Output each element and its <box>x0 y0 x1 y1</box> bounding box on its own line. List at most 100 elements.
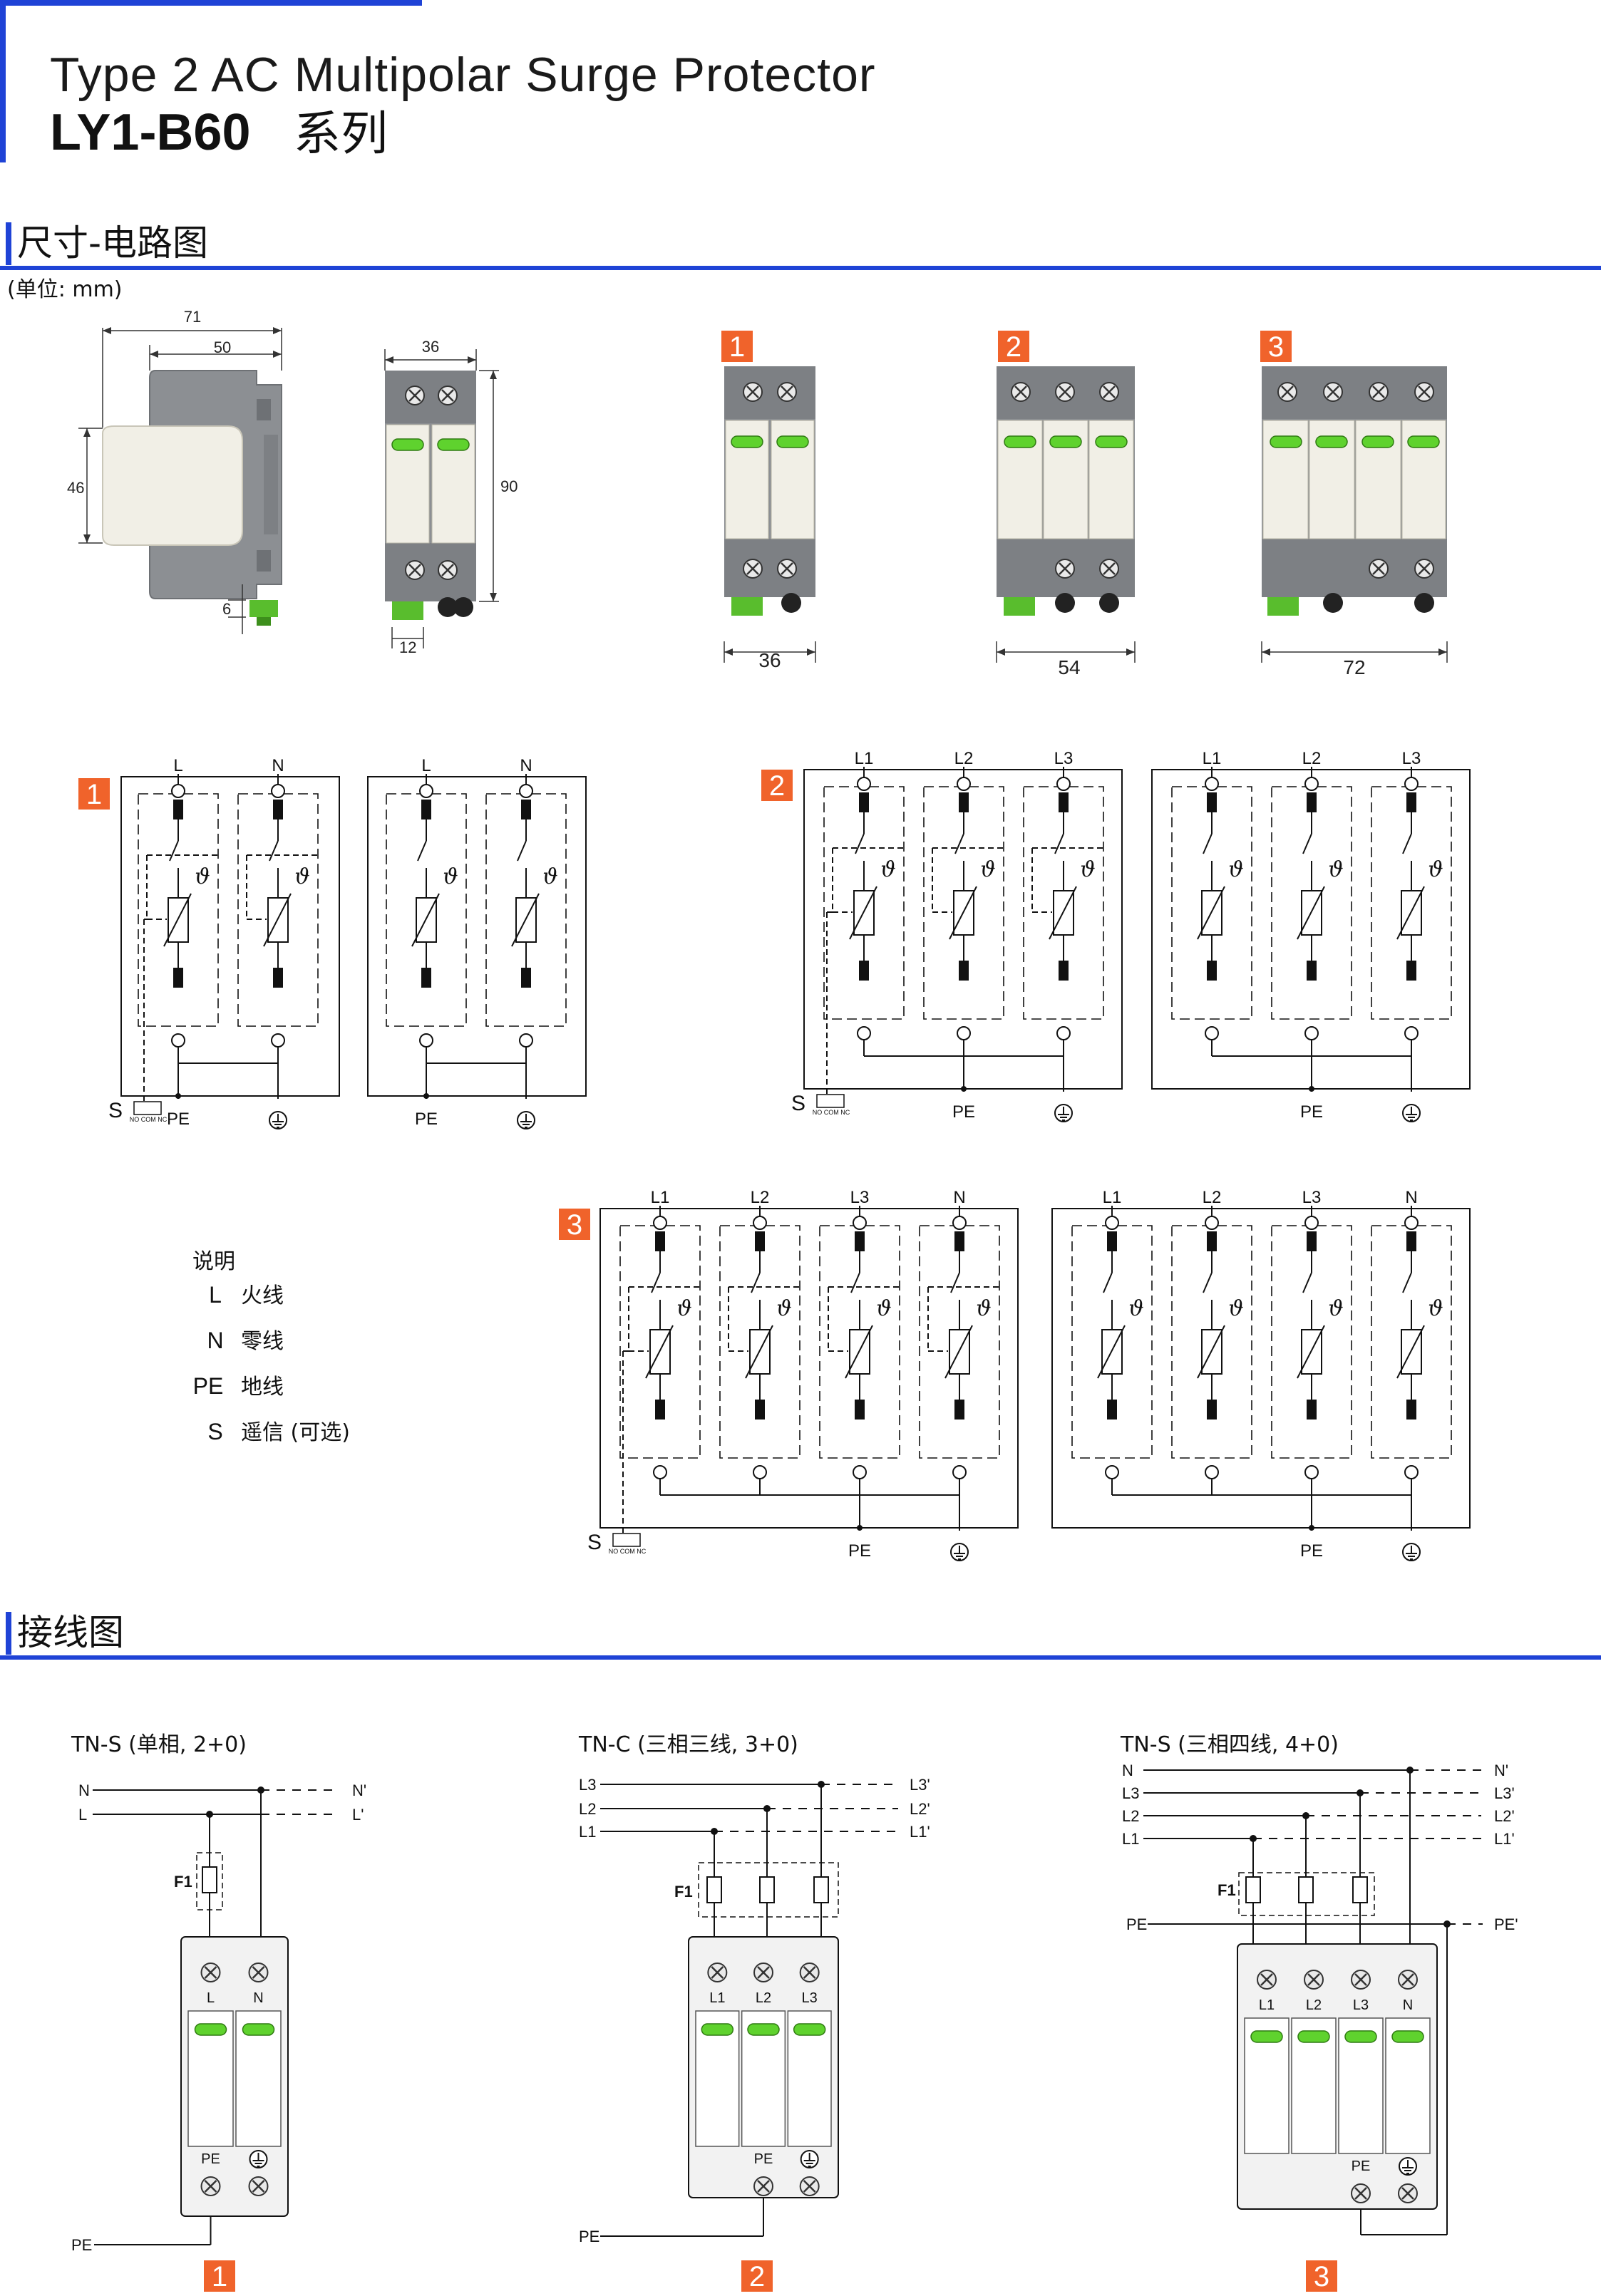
line-label-right: L1' <box>1494 1830 1515 1848</box>
terminal-node <box>1304 1465 1319 1479</box>
pe-node <box>857 1525 863 1531</box>
pe-screw-icon <box>753 2176 774 2197</box>
module-pe-label: PE <box>754 2151 773 2167</box>
fuse-contact <box>1059 792 1069 812</box>
module-terminal-label: L1 <box>1259 1997 1275 2013</box>
terminal-node <box>1404 1465 1419 1479</box>
varistor-slash <box>1396 1325 1425 1379</box>
protection-module: ϑ <box>823 777 905 1040</box>
terminal-node <box>1205 777 1219 791</box>
thermal-symbol: ϑ <box>1328 1296 1343 1321</box>
line-label-left: L3 <box>579 1776 596 1794</box>
fuse-contact <box>859 792 869 812</box>
thermal-switch <box>1302 1272 1312 1293</box>
protection-module: ϑ <box>619 1216 701 1479</box>
thermal-symbol: ϑ <box>1128 1296 1143 1321</box>
unit-note: (单位: mm) <box>7 277 123 302</box>
fuse-symbol <box>759 1876 775 1903</box>
fuse-contact <box>959 961 969 981</box>
terminal-node <box>1205 1216 1219 1230</box>
terminal-screw-icon <box>1397 1969 1419 1990</box>
thermal-switch <box>517 840 527 862</box>
thermal-switch <box>1402 1272 1412 1293</box>
ground-screw-icon <box>1397 2183 1419 2204</box>
line-label-right: L1' <box>910 1823 930 1841</box>
fuse-contact <box>855 1400 865 1420</box>
pe-screw-icon <box>1350 2183 1371 2204</box>
pe-label: PE <box>167 1110 190 1129</box>
ground-icon <box>1054 1104 1073 1122</box>
varistor-slash <box>949 886 977 940</box>
model-name: LY1-B60 <box>50 104 251 161</box>
module-terminal-label: L2 <box>1306 1997 1322 2013</box>
fuse-contact <box>521 968 531 988</box>
remote-contacts-label: NO COM NC <box>813 1109 850 1116</box>
thermal-switch <box>1054 833 1064 854</box>
terminal-node <box>957 777 971 791</box>
module-terminal-label: L2 <box>756 1990 771 2006</box>
legend-key-l: L <box>209 1282 222 1308</box>
line-label-right: N' <box>352 1782 366 1799</box>
varistor-slash <box>745 1325 773 1379</box>
line-label-right: L3' <box>1494 1784 1515 1802</box>
terminal-label-l2: L2 <box>1302 749 1322 768</box>
fuse-contact <box>273 800 283 819</box>
terminal-screw-icon <box>1303 1969 1324 1990</box>
protection-module: ϑ <box>819 1216 900 1479</box>
thermal-symbol: ϑ <box>294 864 309 889</box>
thermal-switch <box>269 840 279 862</box>
fuse-contact <box>273 968 283 988</box>
fuse-contact <box>421 968 431 988</box>
terminal-node <box>753 1465 767 1479</box>
pe-node <box>1309 1525 1314 1531</box>
terminal-node <box>171 1033 185 1048</box>
terminal-label-l1: L1 <box>1203 749 1222 768</box>
line-label-right: L2' <box>1494 1807 1515 1825</box>
page-title: Type 2 AC Multipolar Surge Protector <box>50 48 876 102</box>
status-window-icon <box>747 2023 780 2036</box>
terminal-label-l2: L2 <box>954 749 974 768</box>
fuse-holder <box>196 1852 223 1910</box>
module-terminal-label: L1 <box>709 1990 725 2006</box>
protection-module: ϑ <box>138 784 219 1048</box>
line-label-left: L2 <box>579 1800 596 1818</box>
thermal-switch <box>169 840 179 862</box>
terminal-node <box>1056 777 1071 791</box>
wiring-badge-3-bg <box>1306 2260 1337 2292</box>
module-terminal-label: N <box>1403 1997 1413 2013</box>
terminal-node <box>952 1465 967 1479</box>
terminal-label-l2: L2 <box>1203 1188 1222 1207</box>
variant-badge-1: 1 <box>729 331 745 363</box>
circuit-badge-3-bg <box>559 1209 590 1240</box>
fuse-contact <box>755 1400 765 1420</box>
status-window-icon <box>701 2023 734 2036</box>
circuit-frame <box>120 776 340 1097</box>
wiring-badge-3: 3 <box>1314 2261 1329 2292</box>
varistor-slash <box>1049 886 1077 940</box>
ground-screw-icon <box>799 2176 820 2197</box>
circuit-badge-3: 3 <box>567 1209 582 1241</box>
pe-label: PE <box>415 1110 438 1129</box>
remote-contact-block <box>612 1533 641 1547</box>
fuse-symbol <box>1352 1876 1368 1903</box>
side-view-drawing: 71 50 46 6 <box>67 308 282 634</box>
thermal-symbol: ϑ <box>1228 1296 1243 1321</box>
thermal-switch <box>1203 833 1213 854</box>
remote-label: S <box>587 1531 602 1554</box>
terminal-node <box>171 784 185 798</box>
fuse-contact <box>655 1231 665 1251</box>
fuse-contact <box>1207 1400 1217 1420</box>
terminal-node <box>1205 1026 1219 1040</box>
thermal-switch <box>751 1272 761 1293</box>
terminal-label-n: N <box>1405 1188 1417 1207</box>
varistor-slash <box>411 893 440 947</box>
wiring-title-1: TN-S (单相, 2+0) <box>71 1732 247 1757</box>
fuse-label-2: F1 <box>674 1883 693 1901</box>
fuse-contact <box>1307 792 1317 812</box>
varistor-slash <box>1396 886 1425 940</box>
varistor-slash <box>944 1325 973 1379</box>
protection-module: ϑ <box>237 784 319 1048</box>
